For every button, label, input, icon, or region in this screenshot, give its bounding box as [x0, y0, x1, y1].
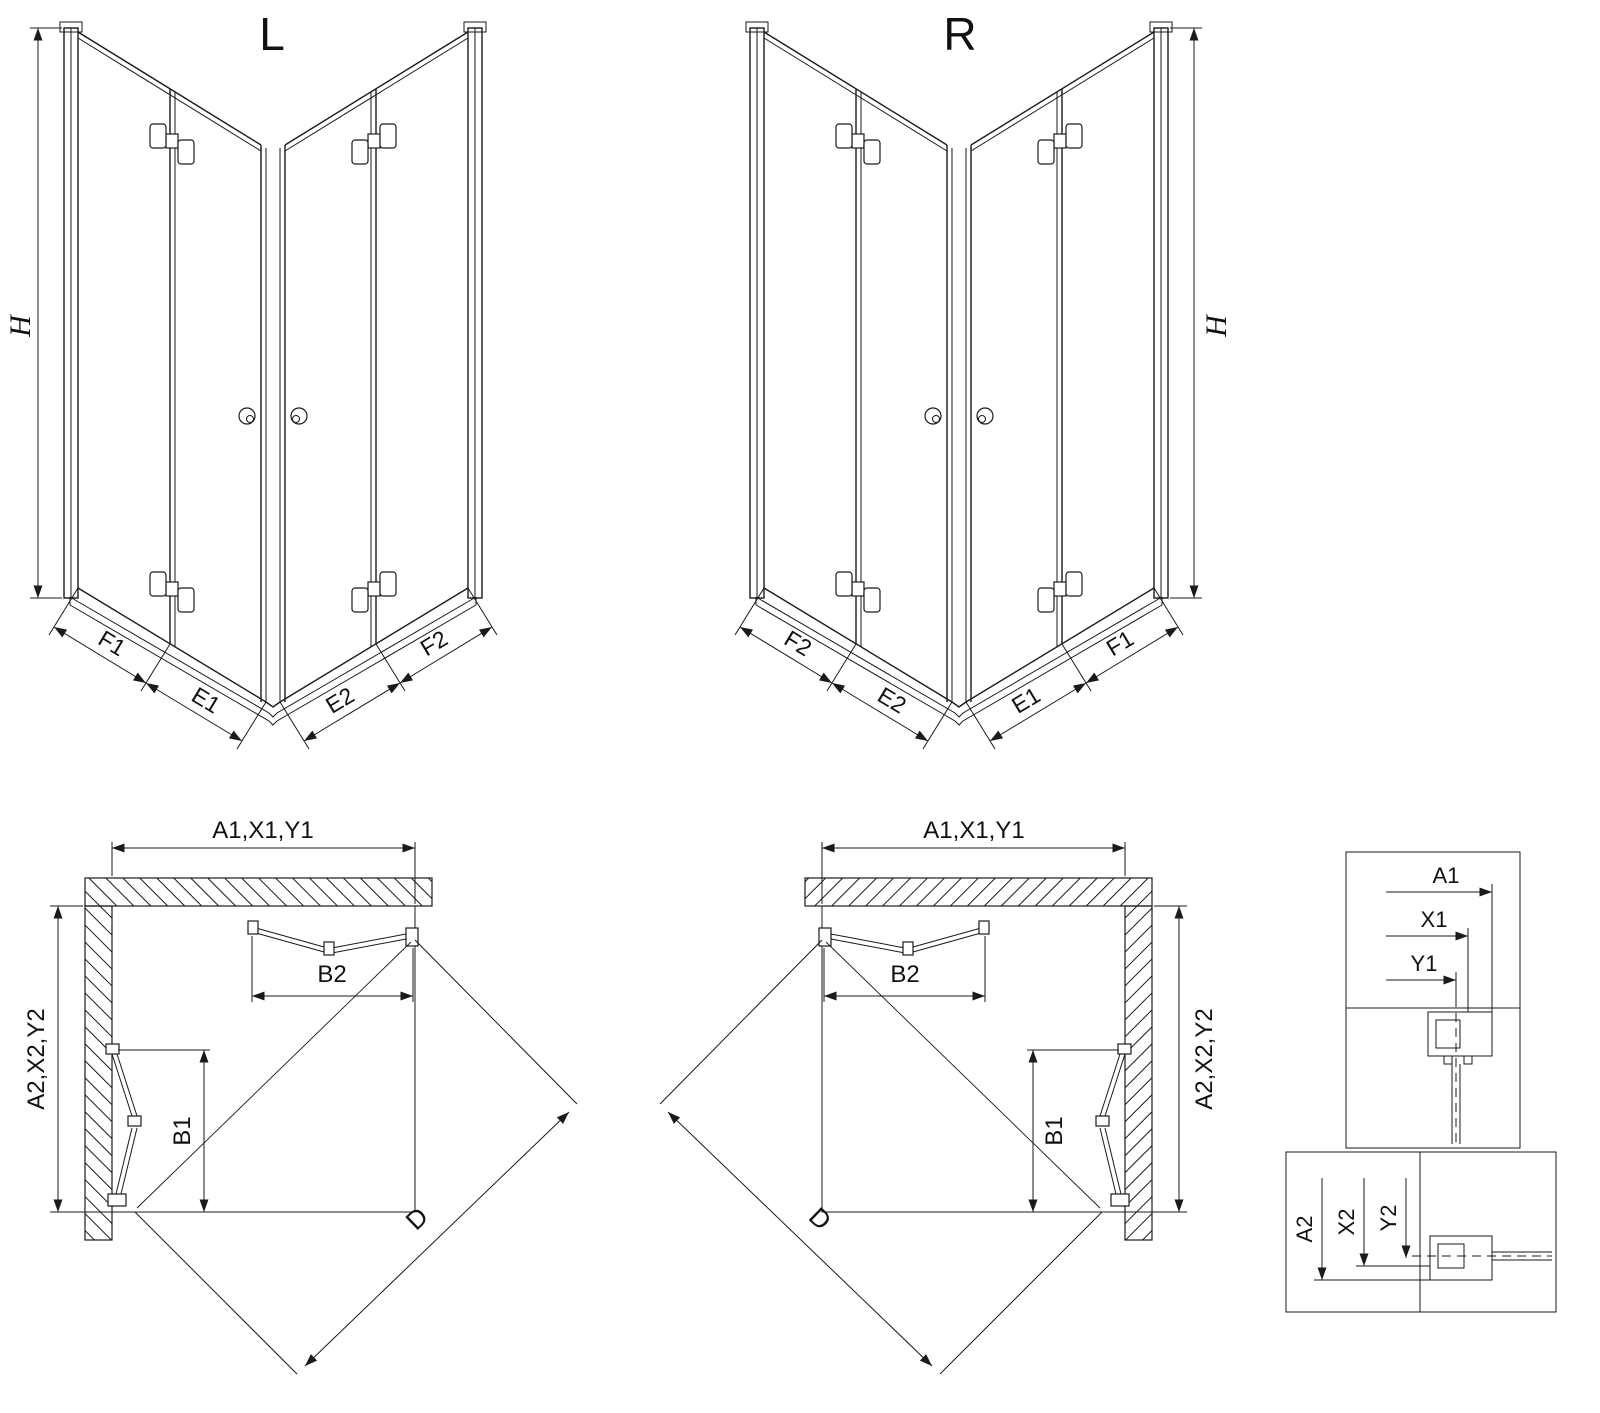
- dimension-b1: [118, 1049, 210, 1213]
- detail-x2-arrow: [1356, 1178, 1430, 1267]
- segment-label-f1-left-view: F1: [94, 625, 130, 661]
- hinge-top-left-wall: [149, 123, 195, 165]
- plan-label-d-right: D: [803, 1201, 837, 1236]
- detail-box-bottom: [1285, 1151, 1557, 1313]
- detail-label-y1: Y1: [1411, 951, 1438, 976]
- width-dimension-chain: [48, 587, 498, 750]
- glass-panels: [77, 31, 469, 708]
- detail-box-top: [1345, 851, 1521, 1149]
- bifold-door-side: [105, 1043, 142, 1207]
- top-wall-hatched: [84, 877, 433, 907]
- right-3d-view: R H F2 E2 E1 F1: [735, 8, 1233, 749]
- left-plan-line-art: [50, 842, 578, 1375]
- wall-profile-section-vertical: [1427, 998, 1493, 1144]
- segment-label-e1-right-view: E1: [1007, 682, 1045, 719]
- plan-label-a1-right: A1,X1,Y1: [923, 817, 1024, 844]
- plan-label-b1-left: B1: [169, 1116, 196, 1145]
- segment-label-f1-right-view: F1: [1102, 625, 1138, 661]
- detail-label-a2: A2: [1292, 1216, 1317, 1243]
- plan-label-d-left: D: [400, 1201, 434, 1236]
- hinge-bottom-right-wall: [351, 571, 397, 613]
- variant-label-r: R: [943, 8, 976, 60]
- detail-label-a1: A1: [1433, 863, 1460, 888]
- plan-label-a1-left: A1,X1,Y1: [212, 817, 313, 844]
- dimension-b2: [251, 936, 414, 1002]
- enclosure-footprint: [111, 905, 416, 1213]
- shower-tray-edge: [69, 596, 477, 726]
- segment-label-e2-left-view: E2: [321, 682, 359, 719]
- bifold-door-top: [247, 920, 419, 956]
- height-label-left-view: H: [4, 313, 37, 338]
- hinge-top-right-wall: [351, 123, 397, 165]
- detail-horizontal-section: A1 X1 Y1: [1345, 851, 1521, 1149]
- detail-x1-arrow: [1386, 928, 1469, 1012]
- dimension-a2: [50, 905, 114, 1213]
- segment-label-f2-left-view: F2: [416, 625, 452, 661]
- side-wall-hatched: [84, 905, 113, 1241]
- left-3d-view-line-art: [30, 21, 498, 750]
- wall-profile-left: [59, 21, 83, 599]
- plan-label-b2-left: B2: [317, 961, 346, 988]
- segment-label-f2-right-view: F2: [780, 625, 816, 661]
- right-plan-view: A1,X1,Y1 A2,X2,Y2 B2 B1 D: [660, 817, 1218, 1374]
- hinge-bottom-left-wall: [149, 571, 195, 613]
- wall-profile-right: [463, 21, 487, 599]
- left-plan-view: A1,X1,Y1 A2,X2,Y2 B2 B1 D: [23, 817, 578, 1375]
- detail-a2-arrow: [1314, 1178, 1430, 1281]
- dimension-d: [134, 939, 578, 1375]
- dimension-a1: [111, 842, 416, 904]
- segment-label-e1-left-view: E1: [187, 682, 225, 719]
- plan-label-a2-right: A2,X2,Y2: [1191, 1008, 1218, 1109]
- detail-a1-arrow: [1386, 884, 1493, 1012]
- height-label-right-view: H: [1200, 313, 1233, 338]
- plan-label-a2-left: A2,X2,Y2: [23, 1008, 50, 1109]
- detail-label-y2: Y2: [1376, 1205, 1401, 1232]
- right-plan-line-art: [660, 842, 1187, 1374]
- detail-vertical-section: A2 X2 Y2: [1285, 1151, 1557, 1313]
- plan-label-b1-right: B1: [1041, 1116, 1068, 1145]
- left-3d-view: L H F1 E1 E2 F2: [4, 8, 498, 750]
- detail-y1-arrow: [1386, 972, 1457, 1002]
- plan-label-b2-right: B2: [890, 961, 919, 988]
- detail-label-x1: X1: [1421, 907, 1448, 932]
- door-knobs: [238, 407, 308, 425]
- height-dimension: [30, 27, 62, 599]
- variant-label-l: L: [259, 8, 285, 60]
- segment-label-e2-right-view: E2: [873, 682, 911, 719]
- wall-profile-section-horizontal: [1412, 1235, 1552, 1281]
- detail-label-x2: X2: [1334, 1209, 1359, 1236]
